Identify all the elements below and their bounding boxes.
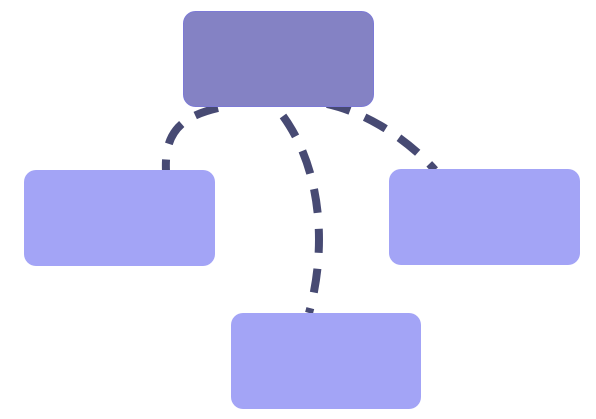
connectors — [161, 100, 438, 315]
connector-root-to-left — [161, 104, 219, 172]
node-left[interactable] — [24, 170, 215, 266]
node-bottom[interactable] — [231, 313, 421, 409]
node-root[interactable] — [183, 11, 374, 107]
connector-root-to-bottom — [279, 113, 323, 315]
node-right[interactable] — [389, 169, 580, 265]
connector-root-to-right — [326, 100, 438, 173]
